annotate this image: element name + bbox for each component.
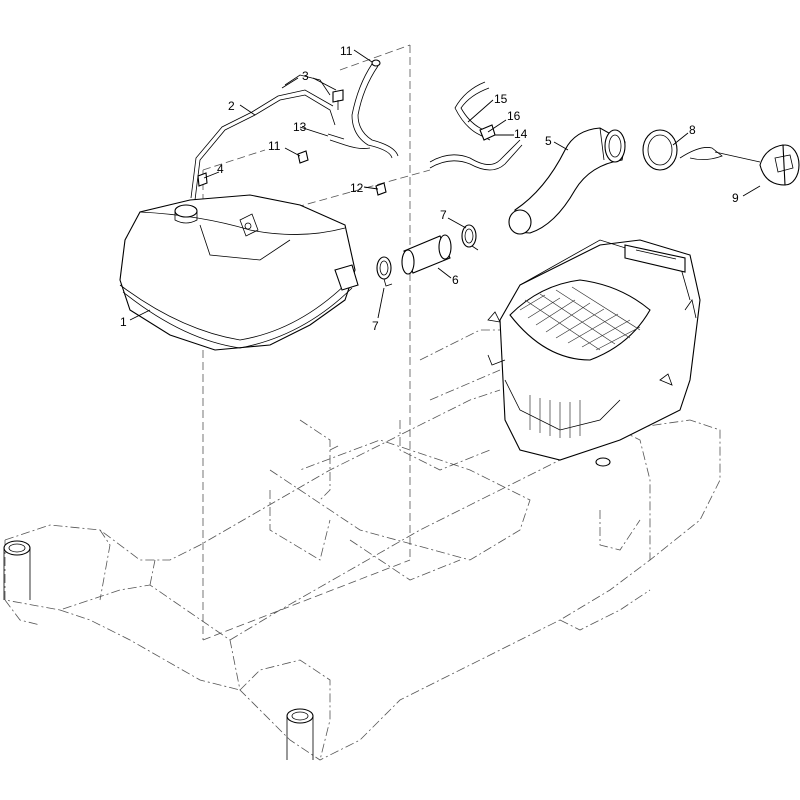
callout-1: 1: [120, 315, 127, 329]
callout-12: 12: [350, 181, 364, 195]
callout-9: 9: [732, 191, 739, 205]
axle-post-right: [286, 708, 314, 760]
fitting-small: [297, 150, 309, 164]
fuel-cap: [679, 144, 800, 186]
vent-hose: [327, 59, 399, 159]
fuel-tank: [119, 194, 359, 351]
callout-11-lower: 11: [268, 139, 281, 153]
callout-6: 6: [452, 273, 459, 287]
callout-5: 5: [545, 134, 552, 148]
callout-3: 3: [302, 69, 309, 83]
callout-leaders: [129, 49, 761, 321]
fuel-line: [190, 74, 336, 201]
gasket-ring: [642, 129, 678, 171]
hose-clamp-lower: [376, 256, 393, 287]
callout-14: 14: [514, 127, 528, 141]
hose-clamp-upper: [461, 224, 479, 251]
bracket: [332, 89, 344, 110]
callout-8: 8: [689, 123, 696, 137]
hose-sleeve: [401, 234, 452, 275]
callout-15: 15: [494, 92, 508, 106]
vent-line: [429, 81, 523, 171]
callout-4: 4: [217, 162, 224, 176]
chassis-frame: [4, 329, 721, 761]
filler-neck-hose: [508, 127, 626, 235]
callout-2: 2: [228, 99, 235, 113]
axle-post-left: [3, 540, 31, 600]
callout-7-lower: 7: [372, 319, 379, 333]
callout-13: 13: [293, 120, 307, 134]
callout-11-upper: 11: [340, 44, 353, 58]
engine: [487, 239, 701, 467]
clip: [197, 172, 208, 187]
tee-fitting: [375, 182, 387, 196]
callout-16: 16: [507, 109, 521, 123]
callout-labels: 1 2 3 4 5 6 7 7 8 9 11 11 12 13 14 15 16: [120, 44, 739, 333]
callout-7-upper: 7: [440, 208, 447, 222]
